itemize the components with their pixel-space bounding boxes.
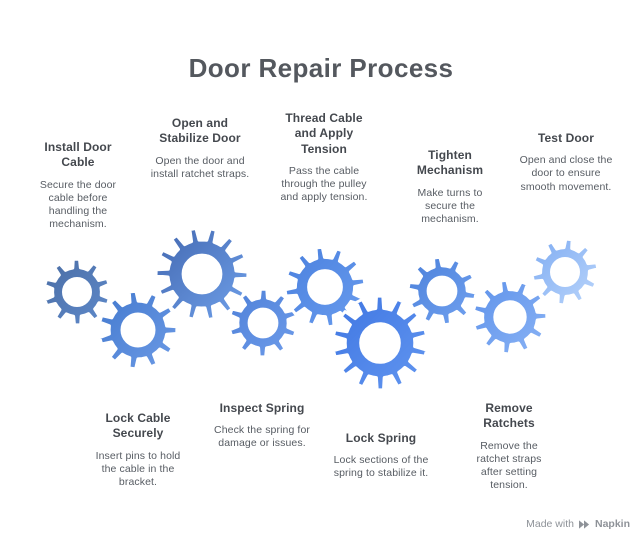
- step-heading: Test Door: [537, 131, 594, 145]
- step-lock-cable-securely: Lock Cable Securely Insert pins to hold …: [88, 411, 188, 489]
- diagram-title: Door Repair Process: [188, 53, 454, 83]
- brand-label: Napkin: [594, 518, 630, 530]
- step-heading: Lock Cable Securely: [105, 411, 171, 441]
- step-heading: Inspect Spring: [219, 401, 305, 415]
- step-description: Remove the ratchet straps after setting …: [476, 439, 542, 492]
- step-thread-cable-and-apply-tension: Thread Cable and Apply Tension Pass the …: [276, 111, 372, 204]
- gear-open-stabilize-door-icon: [154, 226, 250, 322]
- gear-inspect-spring-icon: [228, 287, 298, 359]
- gear-remove-ratchets-icon: [472, 278, 549, 356]
- made-with-napkin-credit: Made with Napkin: [526, 518, 630, 530]
- step-description: Make turns to secure the mechanism.: [417, 186, 483, 225]
- step-lock-spring: Lock Spring Lock sections of the spring …: [333, 431, 429, 481]
- napkin-logo-icon: [578, 519, 590, 529]
- step-open-and-stabilize-door: Open and Stabilize Door Open the door an…: [148, 116, 252, 181]
- step-heading: Install Door Cable: [44, 140, 112, 170]
- step-description: Open and close the door to ensure smooth…: [519, 154, 613, 193]
- step-heading: Tighten Mechanism: [416, 148, 484, 178]
- step-description: Secure the door cable before handling th…: [39, 178, 117, 231]
- step-heading: Thread Cable and Apply Tension: [285, 111, 363, 156]
- gear-install-door-cable-icon: [43, 257, 111, 327]
- step-tighten-mechanism: Tighten Mechanism Make turns to secure t…: [404, 148, 496, 226]
- step-heading: Open and Stabilize Door: [159, 116, 241, 146]
- gear-test-door-icon: [530, 237, 600, 307]
- step-heading: Remove Ratchets: [483, 401, 535, 431]
- step-description: Check the spring for damage or issues.: [214, 424, 310, 450]
- step-description: Lock sections of the spring to stabilize…: [333, 454, 429, 480]
- gear-lock-cable-securely-icon: [98, 289, 179, 371]
- step-heading: Lock Spring: [345, 431, 417, 445]
- step-description: Open the door and install ratchet straps…: [150, 154, 250, 180]
- step-inspect-spring: Inspect Spring Check the spring for dama…: [212, 401, 312, 451]
- made-with-label: Made with: [526, 518, 574, 530]
- step-test-door: Test Door Open and close the door to ens…: [518, 131, 614, 194]
- step-description: Insert pins to hold the cable in the bra…: [95, 449, 181, 488]
- gear-lock-spring-icon: [332, 294, 428, 392]
- step-description: Pass the cable through the pulley and ap…: [280, 165, 368, 204]
- step-install-door-cable: Install Door Cable Secure the door cable…: [30, 140, 126, 231]
- gear-tighten-mechanism-icon: [406, 255, 478, 327]
- step-remove-ratchets: Remove Ratchets Remove the ratchet strap…: [466, 401, 552, 492]
- gear-thread-cable-icon: [283, 245, 367, 329]
